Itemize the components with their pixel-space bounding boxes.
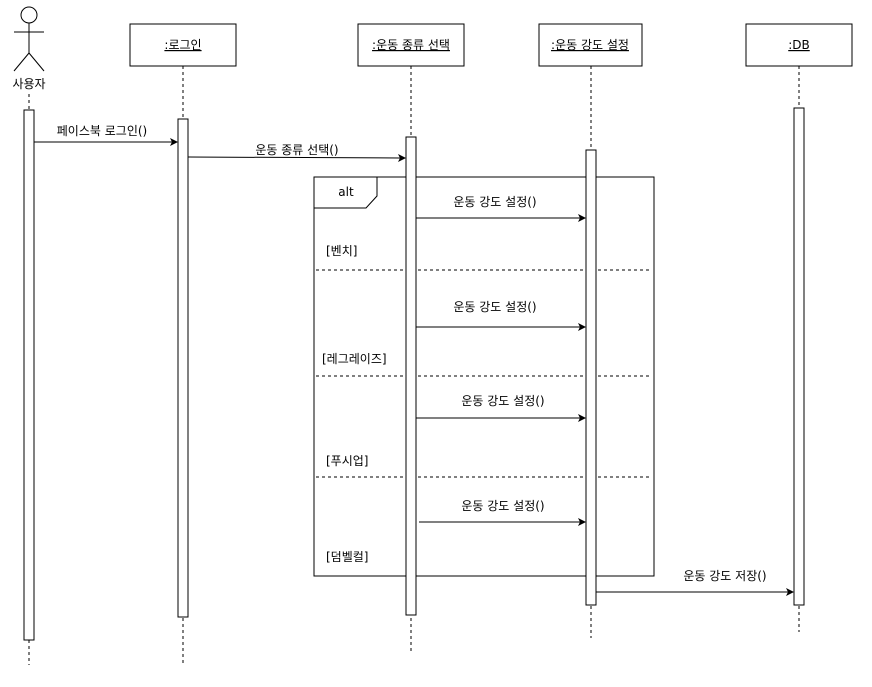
actor-head-icon bbox=[20, 6, 38, 24]
activation-user bbox=[23, 109, 35, 641]
activation-intensity bbox=[585, 149, 597, 606]
lifeline-db: :DB bbox=[745, 23, 853, 67]
alt-fragment: alt [벤치] [레그레이즈] [푸시업] [덤벨컬] bbox=[313, 176, 655, 577]
message-set-intensity-3-arrowhead-icon bbox=[578, 414, 586, 422]
message-set-intensity-1-arrowhead-icon bbox=[578, 214, 586, 222]
message-set-intensity-2: 운동 강도 설정() bbox=[416, 300, 586, 331]
message-set-intensity-1: 운동 강도 설정() bbox=[416, 195, 586, 222]
message-save-intensity: 운동 강도 저장() bbox=[596, 569, 794, 596]
lifeline-intensity: :운동 강도 설정 bbox=[538, 23, 643, 67]
actor-right-leg bbox=[28, 52, 45, 72]
message-set-intensity-2-arrowhead-icon bbox=[578, 323, 586, 331]
lifeline-intensity-box bbox=[538, 23, 643, 67]
alt-guard-bench: [벤치] bbox=[326, 244, 357, 258]
message-save-intensity-arrowhead-icon bbox=[786, 588, 794, 596]
activation-login bbox=[177, 118, 189, 618]
lifeline-login-title: :로그인 bbox=[164, 38, 201, 52]
alt-label-tab bbox=[314, 177, 378, 209]
message-set-intensity-3-label: 운동 강도 설정() bbox=[461, 394, 544, 408]
alt-label: alt bbox=[338, 185, 354, 199]
lifeline-exercise-type: :운동 종류 선택 bbox=[357, 23, 465, 67]
message-select-exercise-label: 운동 종류 선택() bbox=[255, 143, 338, 157]
actor-left-leg bbox=[13, 52, 30, 72]
message-facebook-login-label: 페이스북 로그인() bbox=[57, 124, 147, 138]
lifeline-db-title: :DB bbox=[788, 38, 810, 52]
lifeline-login-box bbox=[129, 23, 237, 67]
activation-exercise-type bbox=[405, 136, 417, 616]
alt-guard-dumbbell-curl: [덤벨컬] bbox=[326, 550, 368, 564]
lifeline-intensity-title: :운동 강도 설정 bbox=[551, 38, 629, 52]
lifeline-login: :로그인 bbox=[129, 23, 237, 67]
actor-user: 사용자 bbox=[12, 6, 46, 91]
message-save-intensity-label: 운동 강도 저장() bbox=[683, 569, 766, 583]
message-set-intensity-3: 운동 강도 설정() bbox=[416, 394, 586, 422]
message-select-exercise-line bbox=[187, 156, 401, 159]
message-select-exercise: 운동 종류 선택() bbox=[187, 143, 406, 162]
lifeline-exercise-type-box bbox=[357, 23, 465, 67]
message-set-intensity-4: 운동 강도 설정() bbox=[419, 499, 586, 526]
lifeline-db-box bbox=[745, 23, 853, 67]
alt-guard-leg-raise: [레그레이즈] bbox=[322, 352, 387, 366]
message-facebook-login: 페이스북 로그인() bbox=[34, 124, 178, 146]
message-select-exercise-arrowhead-icon bbox=[398, 154, 406, 162]
message-set-intensity-4-arrowhead-icon bbox=[578, 518, 586, 526]
alt-guard-push-up: [푸시업] bbox=[326, 454, 368, 468]
message-set-intensity-4-label: 운동 강도 설정() bbox=[461, 499, 544, 513]
activation-db bbox=[793, 107, 805, 606]
alt-frame bbox=[313, 176, 655, 577]
lifeline-exercise-type-title: :운동 종류 선택 bbox=[372, 38, 450, 52]
message-facebook-login-arrowhead-icon bbox=[170, 138, 178, 146]
actor-label: 사용자 bbox=[12, 77, 45, 91]
message-set-intensity-1-label: 운동 강도 설정() bbox=[453, 195, 536, 209]
message-set-intensity-2-label: 운동 강도 설정() bbox=[453, 300, 536, 314]
